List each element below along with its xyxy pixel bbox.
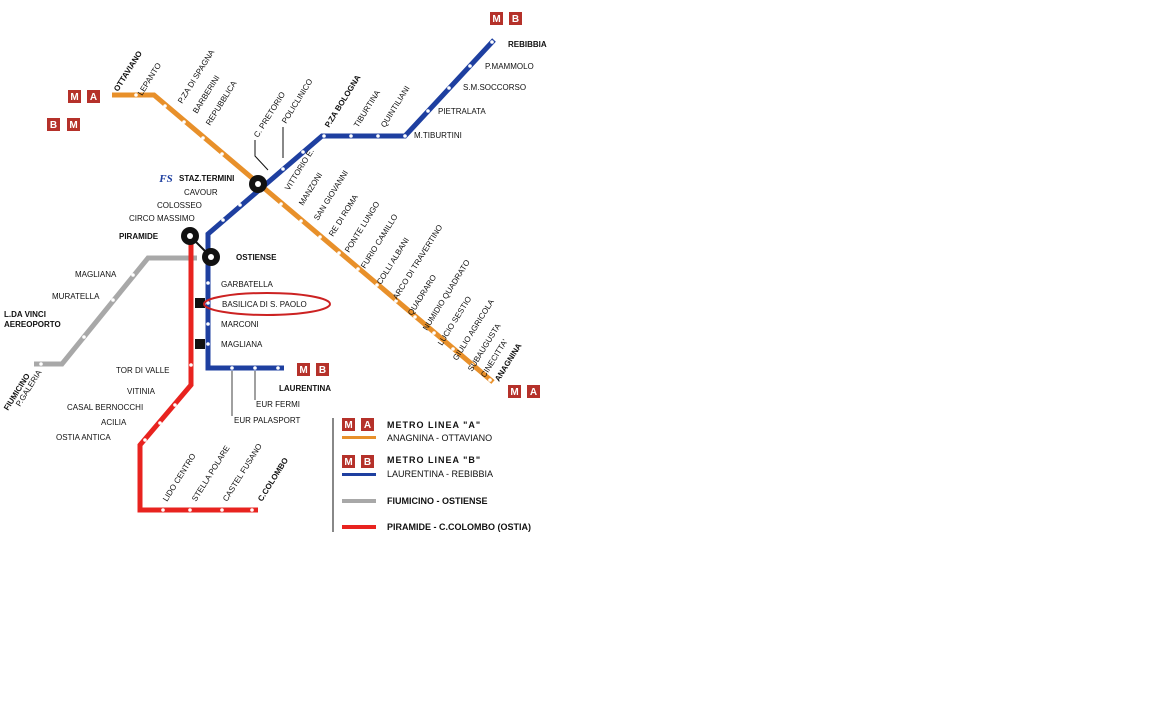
line-a [112,92,495,384]
fs-railway-logo: FS [157,172,175,185]
svg-text:M: M [510,387,518,398]
svg-text:A: A [530,387,537,398]
label-circo: CIRCO MASSIMO [129,214,195,223]
label-spagna: P.ZA DI SPAGNA [176,48,217,105]
label-mammolo: P.MAMMOLO [485,62,534,71]
svg-text:M: M [492,14,500,25]
label-policlinico: POLICLINICO [280,77,314,125]
svg-text:B: B [512,14,519,25]
interchange-piramide [181,227,199,245]
label-termini: STAZ.TERMINI [179,174,234,183]
badge-ma-ottaviano: M A [68,90,100,103]
svg-text:FS: FS [158,173,172,185]
label-numidio: NUMIDIO QUADRATO [421,258,472,332]
interchange-ostiense [202,248,220,266]
label-ostiense: OSTIENSE [236,253,277,262]
svg-text:M: M [344,420,352,431]
label-tiburtina: TIBURTINA [352,88,382,129]
label-magliana-fl: MAGLIANA [75,270,117,279]
svg-text:METRO LINEA "A": METRO LINEA "A" [387,420,481,430]
label-pretorio: C. PRETORIO [252,90,287,139]
label-soccorso: S.M.SOCCORSO [463,83,526,92]
label-muratella: MURATELLA [52,292,100,301]
svg-text:M: M [344,457,352,468]
label-arco: ARCO DI TRAVERTINO [391,223,444,301]
station-dots [39,40,494,512]
label-rebibbia: REBIBBIA [508,40,547,49]
label-casal: CASAL BERNOCCHI [67,403,143,412]
svg-text:PIRAMIDE - C.COLOMBO (OSTIA): PIRAMIDE - C.COLOMBO (OSTIA) [387,522,531,532]
svg-text:FIUMICINO - OSTIENSE: FIUMICINO - OSTIENSE [387,496,488,506]
interchange-termini [249,175,267,193]
label-cavour: CAVOUR [184,188,218,197]
svg-text:B: B [50,120,57,131]
badge-ma-anagnina: M A [508,385,540,398]
fiumicino-line [34,255,197,367]
svg-text:ANAGNINA - OTTAVIANO: ANAGNINA - OTTAVIANO [387,433,492,443]
basilica-highlight [203,292,331,316]
badge-bm-ottaviano: B M [47,118,80,131]
label-vitinia: VITINIA [127,387,156,396]
label-davinci-2: AEREOPORTO [4,320,61,329]
svg-text:B: B [319,365,326,376]
label-davinci-1: L.DA VINCI [4,310,46,319]
label-ostiaantica: OSTIA ANTICA [56,433,111,442]
label-mtiburtini: M.TIBURTINI [414,131,462,140]
label-piramide: PIRAMIDE [119,232,159,241]
label-quintiliani: QUINTILIANI [379,84,412,129]
label-marconi: MARCONI [221,320,259,329]
legend-line-a: M A METRO LINEA "A" ANAGNINA - OTTAVIANO [342,418,492,443]
legend: M A METRO LINEA "A" ANAGNINA - OTTAVIANO… [332,418,531,532]
svg-text:METRO LINEA "B": METRO LINEA "B" [387,455,481,465]
label-colosseo: COLOSSEO [157,201,202,210]
ostia-line [137,236,258,513]
legend-line-b: M B METRO LINEA "B" LAURENTINA - REBIBBI… [342,455,493,479]
label-ccolombo: C.COLOMBO [256,456,290,503]
svg-text:A: A [90,92,97,103]
label-eurfermi: EUR FERMI [256,400,300,409]
svg-text:M: M [70,92,78,103]
svg-text:A: A [364,420,371,431]
legend-fiumicino: FIUMICINO - OSTIENSE [342,496,488,506]
station-square-magliana [195,339,205,349]
station-square-basilica [195,298,205,308]
legend-ostia: PIRAMIDE - C.COLOMBO (OSTIA) [342,522,531,532]
svg-text:B: B [364,457,371,468]
label-pietralata: PIETRALATA [438,107,486,116]
label-lepanto: LEPANTO [136,61,163,97]
badge-mb-rebibbia: M B [490,12,522,25]
label-laurentina: LAURENTINA [279,384,331,393]
label-magliana-b: MAGLIANA [221,340,263,349]
svg-text:LAURENTINA - REBIBBIA: LAURENTINA - REBIBBIA [387,469,493,479]
label-manzoni: MANZONI [297,171,324,207]
svg-text:M: M [299,365,307,376]
label-basilica: BASILICA DI S. PAOLO [222,300,307,309]
svg-text:M: M [69,120,77,131]
pretorio-pointer [254,140,269,171]
label-tordivalle: TOR DI VALLE [116,366,170,375]
label-acilia: ACILIA [101,418,127,427]
badge-mb-laurentina: M B [297,363,329,376]
label-eurpalasport: EUR PALASPORT [234,416,301,425]
label-garbatella: GARBATELLA [221,280,274,289]
